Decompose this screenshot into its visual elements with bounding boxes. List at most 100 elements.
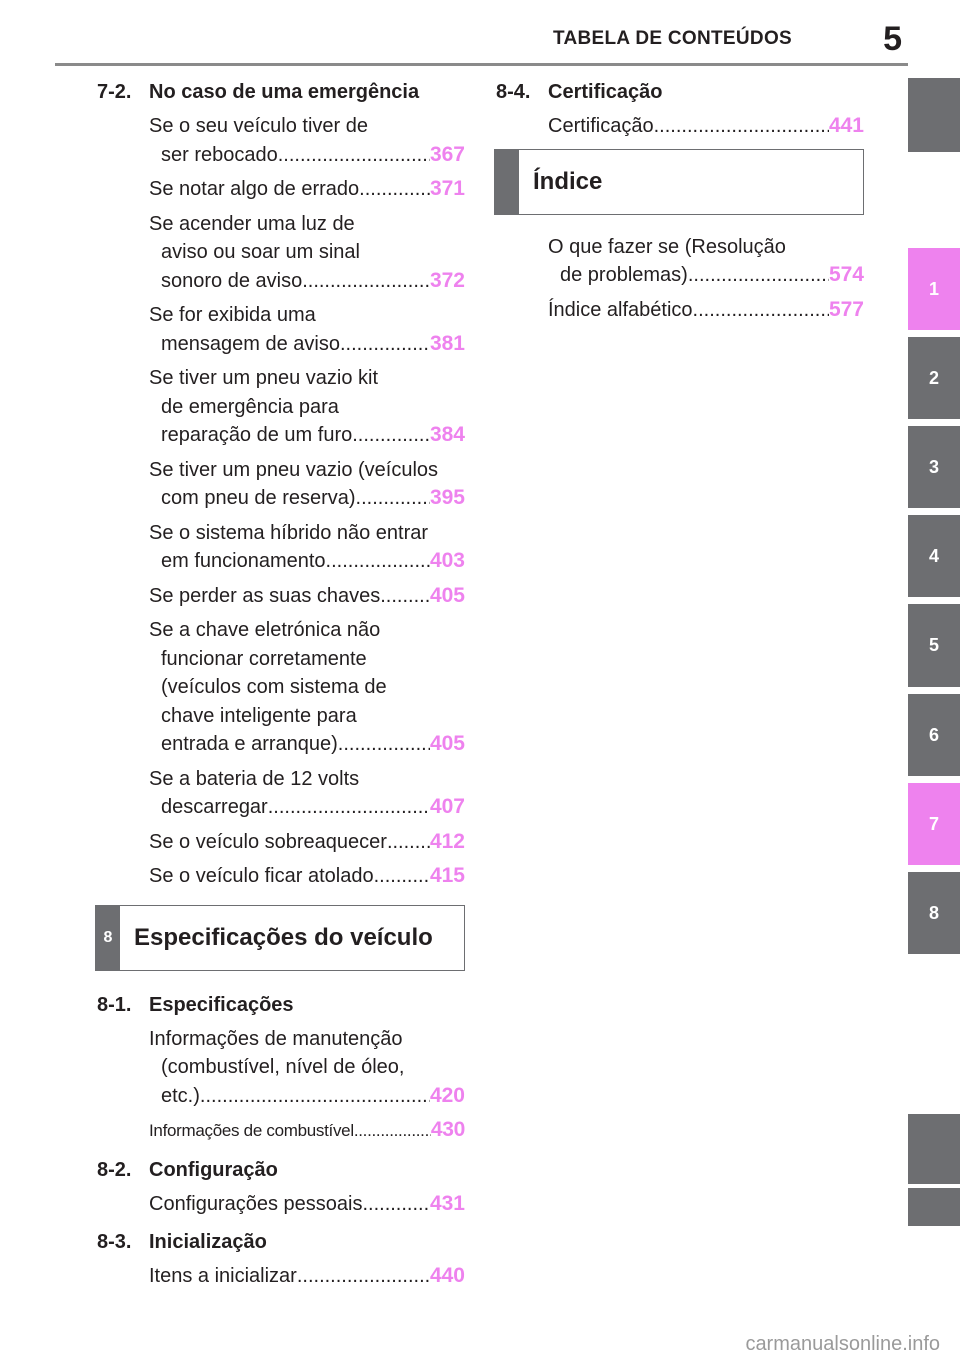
header-title: TABELA DE CONTEÚDOS (553, 28, 792, 49)
leader-dots (380, 582, 430, 611)
page-link[interactable]: 440 (429, 1264, 465, 1287)
chapter-tabs: 1 2 3 4 5 6 7 8 (908, 78, 960, 1238)
toc-entry[interactable]: Certificação 441 (496, 112, 864, 141)
page-link[interactable]: 381 (429, 331, 465, 355)
page-link[interactable]: 441 (828, 114, 864, 137)
watermark: carmanualsonline.info (745, 1333, 940, 1355)
toc-entry[interactable]: Índice alfabético 577 (496, 296, 864, 325)
page-link[interactable]: 420 (429, 1083, 465, 1107)
page-link[interactable]: 430 (430, 1118, 465, 1141)
section-title: No caso de uma emergência (149, 81, 420, 103)
section-8-1: 8-1. Especificações Informações de manut… (97, 989, 465, 1146)
section-title: Configuração (149, 1158, 278, 1181)
chapter-tab-6[interactable]: 6 (908, 694, 960, 776)
entry-text: Se notar algo de errado (149, 178, 360, 200)
chapter-tab-3[interactable]: 3 (908, 426, 960, 508)
leader-dots (278, 141, 430, 170)
section-number: 8-1. (97, 993, 132, 1016)
page-link[interactable]: 407 (429, 795, 465, 818)
entry-text: Se perder as suas chaves (149, 584, 381, 607)
entry-text: Índice alfabético (548, 298, 693, 321)
chapter-tab-index-a[interactable] (908, 1114, 960, 1184)
toc-entry[interactable]: Se notar algo de errado 371 (97, 175, 465, 204)
page-link[interactable]: 405 (429, 732, 465, 755)
page-link[interactable]: 395 (429, 486, 465, 509)
toc-entry[interactable]: Se acender uma luz de aviso ou soar um s… (97, 210, 465, 296)
entry-text: chave inteligente para (161, 704, 357, 727)
entry-text: de problemas) (560, 264, 688, 286)
chapter-tab-5[interactable]: 5 (908, 604, 960, 687)
leader-dots (352, 421, 430, 450)
page-link[interactable]: 371 (429, 177, 465, 200)
leader-dots (326, 547, 430, 576)
toc-entry[interactable]: Configurações pessoais431 (97, 1190, 465, 1219)
entry-text: com pneu de reserva) (161, 487, 356, 509)
entry-text: etc.) (161, 1084, 200, 1107)
chapter-title: Especificações do veículo (134, 923, 433, 951)
page-link[interactable]: 405 (429, 583, 465, 607)
toc-entry[interactable]: Informações de combustível 430 (97, 1116, 465, 1146)
entry-text: mensagem de aviso (161, 332, 340, 355)
right-column: 8-4. Certificação Certificação 441 Índice… (494, 76, 864, 332)
entry-text: Se o veículo ficar atolado (149, 865, 374, 887)
index-heading: Índice (494, 148, 864, 215)
page-link[interactable]: 574 (828, 263, 864, 286)
leader-dots (387, 828, 430, 857)
entry-text: Se o sistema híbrido não entrar (149, 521, 429, 544)
section-number: 8-4. (496, 81, 531, 103)
toc-entry[interactable]: Se o sistema híbrido não entrar em funci… (97, 519, 465, 576)
entry-text: Itens a inicializar (149, 1265, 297, 1287)
entry-text: em funcionamento (161, 550, 326, 572)
entry-text: Certificação (548, 115, 654, 137)
chapter-tab-7[interactable]: 7 (908, 783, 960, 865)
chapter-tab-4[interactable]: 4 (908, 515, 960, 597)
entry-text: descarregar (161, 796, 268, 818)
leader-dots (200, 1082, 430, 1111)
section-heading: 8-1. Especificações (97, 989, 465, 1021)
toc-entry[interactable]: Se for exibida uma mensagem de aviso 381 (97, 301, 465, 358)
toc-entry[interactable]: O que fazer se (Resolução de problemas) 5… (496, 233, 864, 290)
page-number: 5 (883, 20, 902, 58)
page-link[interactable]: 431 (429, 1191, 465, 1215)
toc-entry[interactable]: Se o veículo sobreaquecer412 (97, 828, 465, 857)
leader-dots (374, 862, 430, 891)
chapter-tab-1[interactable]: 1 (908, 248, 960, 330)
toc-entry[interactable]: Se tiver um pneu vazio (veículos com pne… (97, 456, 465, 513)
page-link[interactable]: 367 (429, 142, 465, 166)
leader-dots (268, 793, 430, 822)
toc-entry[interactable]: Se tiver um pneu vazio kit de emergência… (97, 364, 465, 450)
entry-text: de emergência para (161, 395, 339, 418)
toc-entry[interactable]: Se o seu veículo tiver de ser rebocado36… (97, 112, 465, 169)
section-heading: 7-2. No caso de uma emergência (97, 76, 465, 108)
page-link[interactable]: 415 (429, 864, 465, 887)
chapter-tab-8[interactable]: 8 (908, 872, 960, 954)
toc-entry[interactable]: Se a chave eletrónica não funcionar corr… (97, 616, 465, 759)
chapter-tab-toc[interactable] (908, 78, 960, 152)
chapter-tab-2[interactable]: 2 (908, 337, 960, 419)
entry-text: entrada e arranque) (161, 733, 338, 755)
page-link[interactable]: 403 (429, 549, 465, 572)
page-link[interactable]: 577 (828, 297, 864, 321)
entry-text: Informações de combustível (149, 1121, 354, 1140)
left-column: 7-2. No caso de uma emergência Se o seu … (95, 76, 465, 1299)
toc-entry[interactable]: Se perder as suas chaves 405 (97, 582, 465, 611)
chapter-tab-index-b[interactable] (908, 1188, 960, 1226)
entry-text: aviso ou soar um sinal (161, 241, 360, 263)
entry-text: O que fazer se (Resolução (548, 235, 786, 258)
entry-text: Informações de manutenção (149, 1027, 403, 1050)
section-number: 8-3. (97, 1231, 132, 1253)
page-link[interactable]: 412 (429, 829, 465, 853)
toc-entry[interactable]: Itens a inicializar 440 (97, 1262, 465, 1291)
toc-entry[interactable]: Se a bateria de 12 volts descarregar407 (97, 765, 465, 822)
entry-text: Se for exibida uma (149, 304, 316, 326)
section-7-2: 7-2. No caso de uma emergência Se o seu … (97, 76, 465, 891)
chapter-number: 8 (96, 905, 120, 970)
page-link[interactable]: 372 (429, 268, 465, 292)
toc-entry[interactable]: Se o veículo ficar atolado 415 (97, 862, 465, 891)
section-title: Certificação (548, 81, 663, 103)
section-number: 8-2. (97, 1158, 132, 1181)
page-link[interactable]: 384 (429, 423, 465, 446)
index-tab-marker (495, 149, 519, 214)
toc-entry[interactable]: Informações de manutenção (combustível, … (97, 1025, 465, 1111)
section-title: Inicialização (149, 1231, 267, 1253)
